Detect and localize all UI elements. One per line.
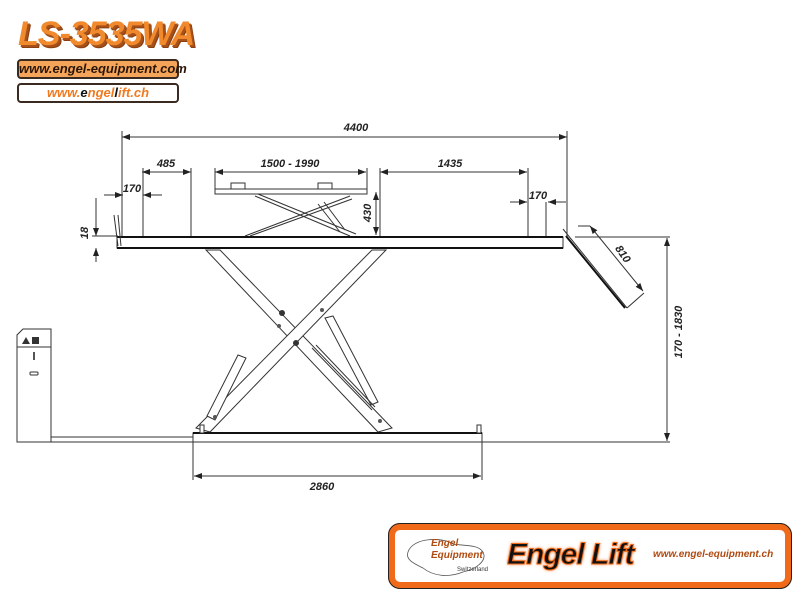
dim-label: 170 (123, 183, 142, 195)
ramp-right: 810 (562, 225, 645, 309)
dim-label: 18 (79, 226, 91, 239)
dim-label: 170 (529, 190, 548, 202)
dim-label: 810 (612, 243, 633, 266)
jacking-beam (214, 182, 368, 237)
brand-url: www.engel-equipment.ch (653, 549, 774, 560)
dim-base-length: 2860 (192, 442, 483, 493)
dim-label: 1435 (438, 158, 463, 170)
dim-left-gap: 170 (104, 183, 162, 198)
dim-right-span: 1435 (379, 158, 529, 236)
dim-left-ramp-offset: 485 (142, 158, 192, 236)
dim-label: 4400 (343, 122, 369, 134)
base-frame (49, 424, 483, 443)
url-part: ngel (87, 85, 115, 100)
dim-label: 430 (362, 203, 374, 223)
dim-label: 485 (156, 158, 176, 170)
lift-platform (113, 214, 564, 249)
model-logo: LS-3535WA (18, 15, 195, 53)
dim-right-gap: 170 (510, 190, 566, 236)
dim-lift-height: 170 - 1830 (480, 236, 685, 443)
dim-jack-height: 430 (362, 192, 379, 235)
scissor-mechanism (195, 249, 393, 433)
wing-icon (407, 539, 485, 576)
url-secondary-badge: www.engellift.ch (17, 83, 179, 103)
url-part: l (114, 85, 118, 100)
wing-tagline: Switzerland (457, 567, 489, 573)
warning-triangle-icon (22, 337, 30, 344)
dim-label: 170 - 1830 (673, 305, 685, 358)
brand-name: Engel Lift (507, 538, 636, 572)
wing-text-line: Engel (431, 538, 459, 549)
url-part: e (80, 85, 88, 100)
dim-label: 2860 (309, 481, 335, 493)
url-part: www. (46, 85, 81, 100)
dim-platform-thickness: 18 (79, 198, 118, 262)
url-part: ift.ch (118, 85, 150, 100)
wing-text-line: Equipment (431, 550, 483, 561)
dim-overall-length: 4400 (121, 122, 568, 236)
control-unit (16, 328, 52, 443)
dim-label: 1500 - 1990 (261, 158, 321, 170)
indicator-square-icon (32, 337, 39, 344)
url-primary-badge: www.engel-equipment.com (17, 59, 187, 79)
dim-jack-range: 1500 - 1990 (214, 158, 368, 189)
